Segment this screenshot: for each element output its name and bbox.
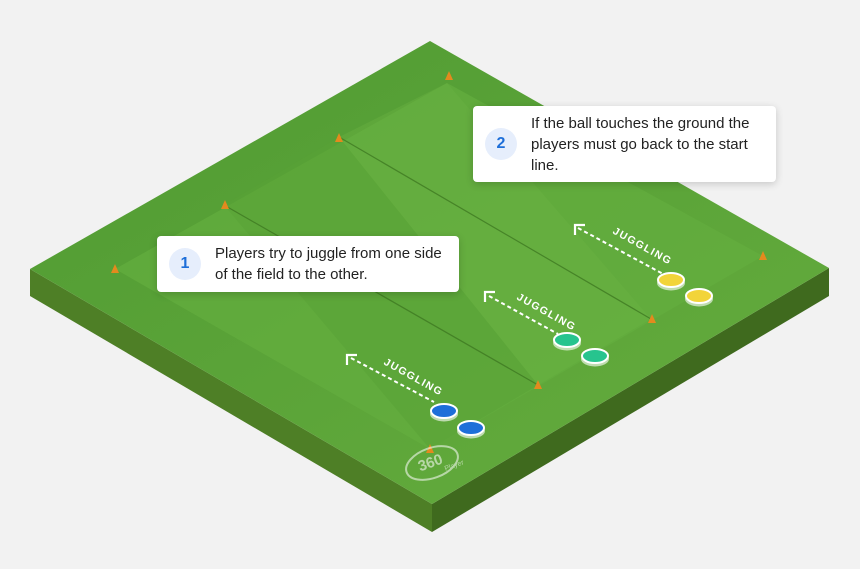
lane-divider — [223, 204, 539, 386]
cone-icon — [335, 133, 343, 142]
juggling-path-line — [488, 295, 559, 335]
arrow-left-icon — [483, 290, 495, 302]
lane-stripe — [224, 137, 538, 449]
lane-stripe — [339, 83, 651, 385]
callout-1: 1 Players try to juggle from one side of… — [157, 236, 459, 292]
callout-1-number-badge: 1 — [169, 248, 201, 280]
callout-1-text: Players try to juggle from one side of t… — [215, 245, 442, 283]
player-marker-teal — [553, 332, 581, 348]
callout-2: 2 If the ball touches the ground the pla… — [473, 106, 776, 182]
player-marker-blue — [430, 403, 458, 419]
field-side-right — [432, 268, 829, 532]
cone-icon — [111, 264, 119, 273]
player-marker-blue — [457, 420, 485, 436]
cone-icon — [534, 380, 542, 389]
juggling-path-line — [350, 357, 435, 403]
cone-icon — [648, 314, 656, 323]
lane-divider — [338, 136, 652, 320]
player-marker-yellow — [685, 288, 713, 304]
cone-icon — [221, 200, 229, 209]
cones — [111, 71, 767, 453]
arrow-left-icon — [573, 223, 585, 235]
callout-2-number-badge: 2 — [485, 128, 517, 160]
field-side-left — [30, 269, 432, 532]
player-marker-teal — [581, 348, 609, 364]
cone-icon — [759, 251, 767, 260]
player-marker-yellow — [657, 272, 685, 288]
cone-icon — [445, 71, 453, 80]
arrow-left-icon — [345, 353, 357, 365]
juggling-path-line — [577, 227, 666, 276]
callout-2-text: If the ball touches the ground the playe… — [531, 114, 750, 174]
